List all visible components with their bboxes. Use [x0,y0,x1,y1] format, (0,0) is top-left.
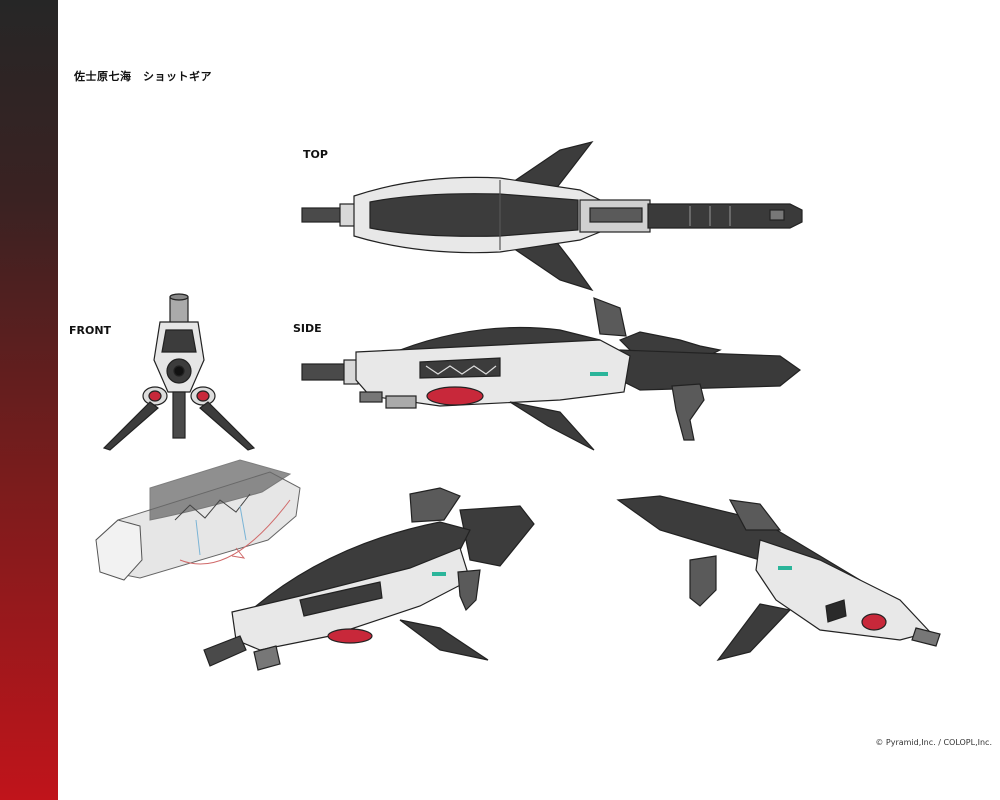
top-view-drawing [301,140,803,292]
perspective-view-right-drawing [616,495,941,661]
front-view-drawing [102,293,256,451]
side-view-label: SIDE [293,322,322,335]
front-view-label: FRONT [69,324,112,337]
sheet-title: 佐士原七海 ショットギア [74,70,212,83]
perspective-view-left-drawing [203,487,535,671]
rough-sketch-drawing [95,459,301,581]
side-view-drawing [301,297,802,451]
copyright-notice: © Pyramid,Inc. / COLOPL,Inc. [875,738,992,747]
top-view-label: TOP [303,148,328,161]
sidebar-gradient-bar [0,0,58,800]
